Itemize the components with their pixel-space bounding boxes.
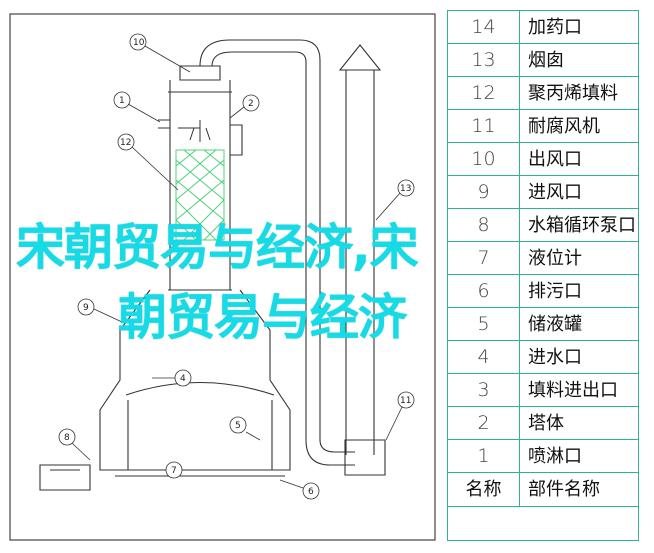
- callout-7-label: 7: [171, 466, 177, 476]
- table-header-row: 名称 部件名称: [448, 473, 638, 507]
- callout-group: 10 1 2 12 13 9 4 5 11 8 7 6: [58, 33, 415, 500]
- part-number: 13: [448, 44, 520, 77]
- callout-8: [58, 428, 76, 446]
- spray-nozzle: [178, 120, 211, 142]
- part-number: 14: [448, 11, 520, 44]
- table-row: 7 液位计: [448, 242, 638, 275]
- table-row: 14 加药口: [448, 11, 638, 44]
- part-name: 水箱循环泵口: [528, 215, 636, 236]
- callout-8-label: 8: [64, 433, 70, 443]
- part-number: 6: [448, 275, 520, 308]
- callout-9: [77, 298, 95, 316]
- table-row: 2 塔体: [448, 407, 638, 440]
- drawing-frame: [9, 13, 436, 541]
- part-name: 进水口: [528, 347, 582, 368]
- part-name: 塔体: [528, 413, 564, 434]
- part-name: 喷淋口: [528, 446, 582, 467]
- parts-table: 14 加药口 13 烟囱 12 聚丙烯填料 11 耐腐风机 10 出风口 9 进…: [447, 10, 639, 541]
- part-number: 9: [448, 176, 520, 209]
- part-number: 10: [448, 143, 520, 176]
- table-row: 13 烟囱: [448, 44, 638, 77]
- callout-2: [242, 94, 260, 112]
- part-name: 储液罐: [528, 314, 582, 335]
- part-name: 出风口: [528, 149, 582, 170]
- callout-13-label: 13: [400, 184, 411, 194]
- part-name: 填料进出口: [528, 380, 618, 401]
- part-number: 12: [448, 77, 520, 110]
- table-row: 4 进水口: [448, 341, 638, 374]
- header-name-label: 部件名称: [528, 479, 600, 500]
- callout-2-label: 2: [248, 99, 254, 109]
- callout-12-label: 12: [120, 138, 131, 148]
- part-name: 聚丙烯填料: [528, 83, 618, 104]
- overlay-title-line2: 朝贸易与经济: [118, 289, 407, 346]
- part-number: 5: [448, 308, 520, 341]
- part-name: 进风口: [528, 182, 582, 203]
- callout-12: [117, 133, 135, 151]
- table-row: 12 聚丙烯填料: [448, 77, 638, 110]
- callout-4-label: 4: [180, 374, 186, 384]
- part-name: 烟囱: [528, 50, 564, 71]
- table-row: 9 进风口: [448, 176, 638, 209]
- table-row: 5 储液罐: [448, 308, 638, 341]
- callout-9-label: 9: [83, 303, 89, 313]
- callout-5: [229, 416, 247, 434]
- table-row: 3 填料进出口: [448, 374, 638, 407]
- callout-6-label: 6: [308, 487, 314, 497]
- table-row: 1 喷淋口: [448, 440, 638, 473]
- part-number: 1: [448, 440, 520, 473]
- table-row: 6 排污口: [448, 275, 638, 308]
- packing-section: [175, 149, 225, 241]
- part-name: 液位计: [528, 248, 582, 269]
- callout-13: [397, 179, 415, 197]
- table-row: 8 水箱循环泵口: [448, 209, 638, 242]
- part-name: 加药口: [528, 17, 582, 38]
- callout-11: [397, 391, 415, 409]
- overlay-title-line1: 宋朝贸易与经济,宋: [16, 219, 419, 276]
- callout-10-label: 10: [133, 38, 145, 48]
- part-name: 耐腐风机: [528, 116, 600, 137]
- part-number: 8: [448, 209, 520, 242]
- callout-1: [113, 91, 131, 109]
- part-number: 4: [448, 341, 520, 374]
- scrubber-tower-drawing: 10 1 2 12 13 9 4 5 11 8 7 6: [9, 13, 436, 541]
- callout-6: [302, 482, 320, 500]
- table-row: 11 耐腐风机: [448, 110, 638, 143]
- callout-1-label: 1: [119, 96, 125, 106]
- callout-5-label: 5: [235, 421, 241, 431]
- callout-11-label: 11: [400, 396, 411, 406]
- header-number-label: 名称: [448, 473, 520, 506]
- part-number: 11: [448, 110, 520, 143]
- part-number: 7: [448, 242, 520, 275]
- table-row: 10 出风口: [448, 143, 638, 176]
- part-name: 排污口: [528, 281, 582, 302]
- part-number: 2: [448, 407, 520, 440]
- callout-10: [129, 33, 147, 51]
- part-number: 3: [448, 374, 520, 407]
